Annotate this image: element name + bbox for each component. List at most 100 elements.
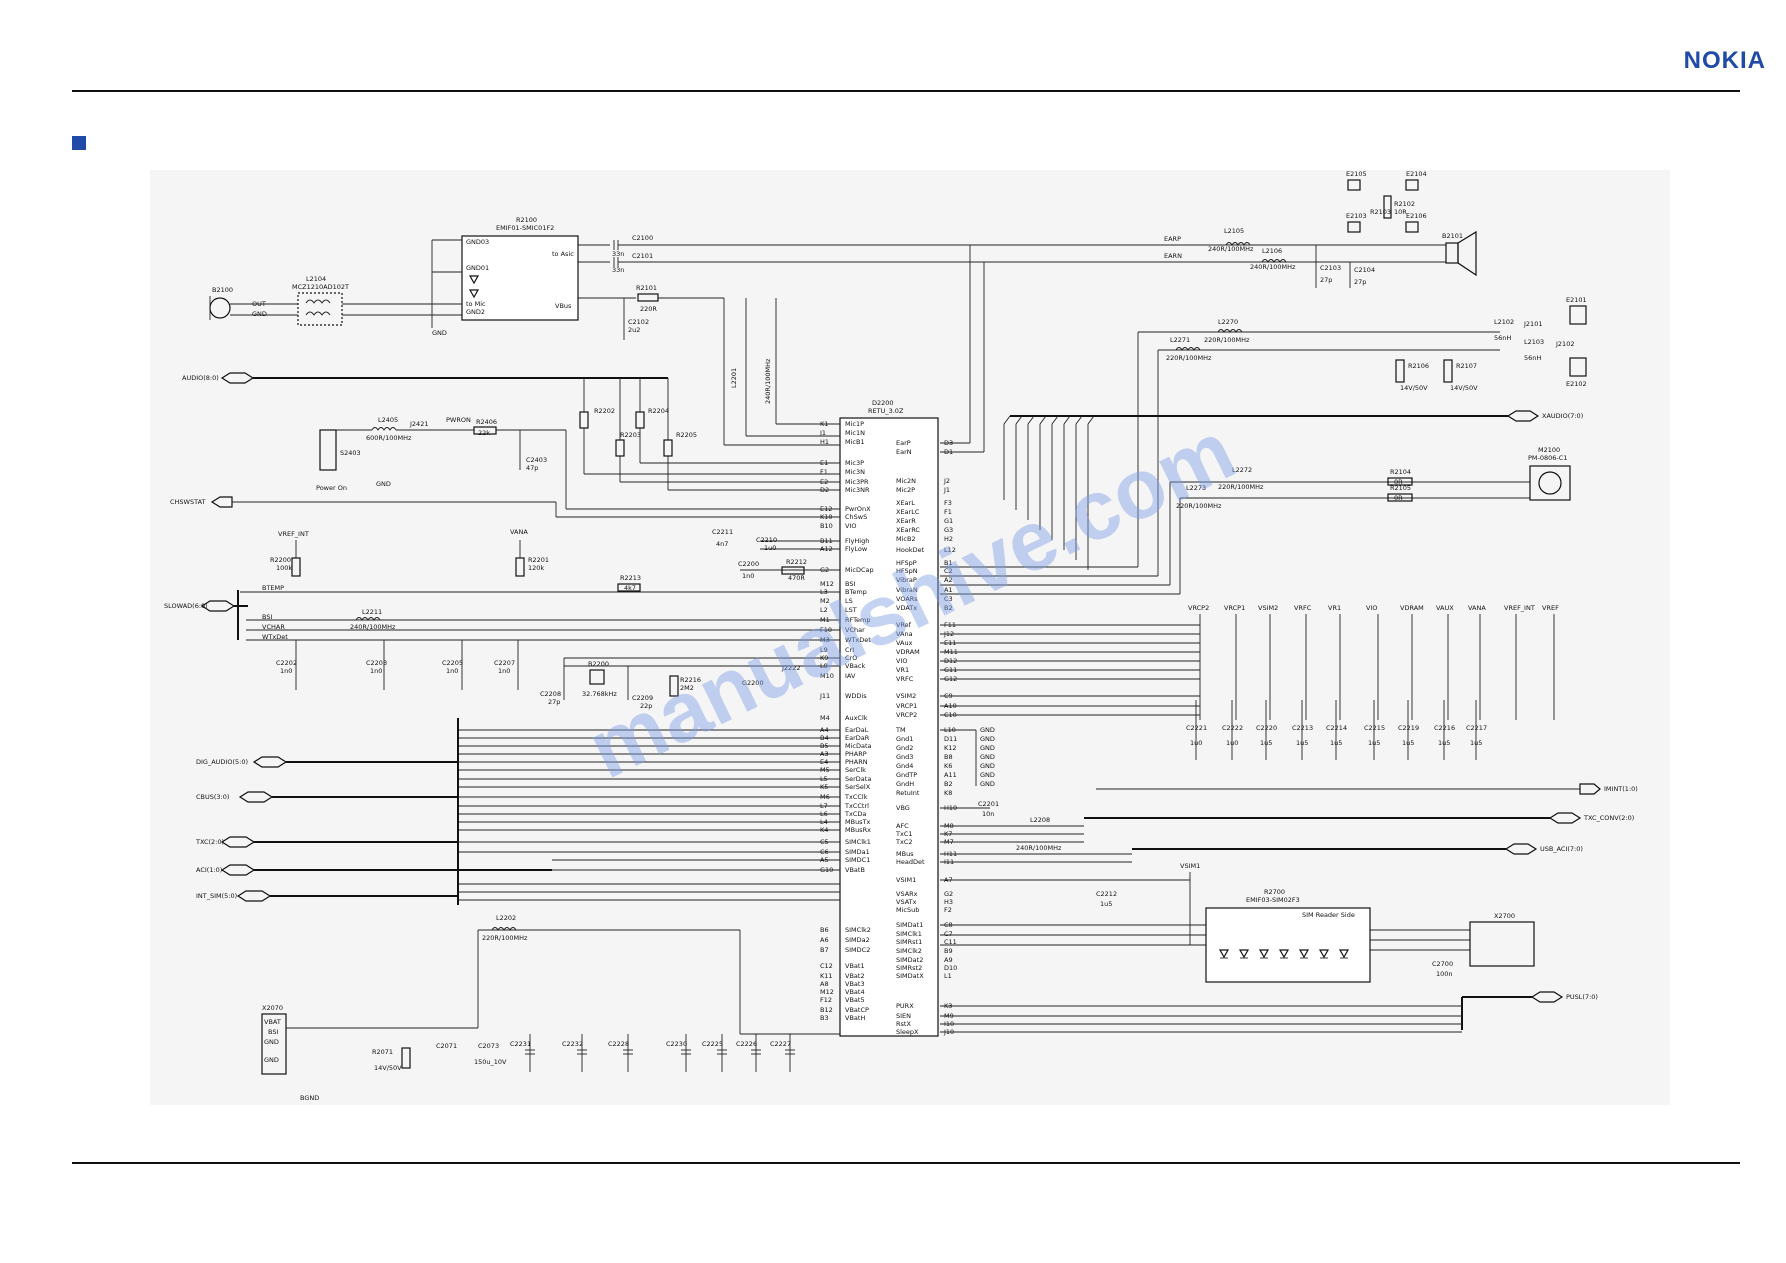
port-pusl-label: PUSL(7:0) bbox=[1566, 993, 1598, 1001]
svg-text:120k: 120k bbox=[528, 564, 544, 572]
gnd-label: GND bbox=[980, 771, 995, 779]
port-chswstat-label: CHSWSTAT bbox=[170, 498, 206, 506]
rail-cap-ref: C2220 bbox=[1256, 724, 1277, 732]
svg-text:L2106: L2106 bbox=[1262, 247, 1282, 255]
pin-left-name: PwrOnX bbox=[845, 505, 871, 513]
pin-left-name: SerSelX bbox=[845, 783, 871, 791]
port-txc-label: TXC(2:0) bbox=[195, 838, 224, 846]
left-bus-ports: AUDIO(8:0) CHSWSTAT SLOWAD(6:0) DIG_AUDI… bbox=[164, 372, 840, 902]
pin-left-name: LS bbox=[845, 597, 853, 605]
svg-text:E2102: E2102 bbox=[1566, 380, 1587, 388]
pin-left-number: B12 bbox=[820, 1006, 833, 1014]
pin-right-number: G1 bbox=[944, 517, 953, 525]
header-rule bbox=[72, 90, 1740, 92]
footer-rule bbox=[72, 1162, 1740, 1164]
pin-right-number: G3 bbox=[944, 526, 953, 534]
svg-text:27p: 27p bbox=[1320, 276, 1332, 284]
pin-right-name: Mic2N bbox=[896, 477, 916, 485]
svg-text:1u5: 1u5 bbox=[1100, 900, 1112, 908]
svg-text:WTxDet: WTxDet bbox=[262, 633, 288, 641]
rail-cap-ref: C2222 bbox=[1222, 724, 1243, 732]
svg-text:C2071: C2071 bbox=[436, 1042, 457, 1050]
pin-left-name: VIO bbox=[845, 522, 856, 530]
svg-text:L2103: L2103 bbox=[1524, 338, 1544, 346]
rail-label: VIO bbox=[1366, 604, 1377, 612]
pin-left-number: A6 bbox=[820, 936, 829, 944]
svg-text:100n: 100n bbox=[1436, 970, 1453, 978]
chip-body bbox=[839, 417, 939, 1037]
pin-left-number: M2 bbox=[820, 597, 830, 605]
rail-label: VRCP2 bbox=[1188, 604, 1209, 612]
svg-text:VCHAR: VCHAR bbox=[262, 623, 285, 631]
svg-text:4n7: 4n7 bbox=[716, 540, 728, 548]
svg-text:GND01: GND01 bbox=[466, 264, 489, 272]
svg-text:C2209: C2209 bbox=[632, 694, 653, 702]
svg-text:E2106: E2106 bbox=[1406, 212, 1427, 220]
svg-text:R2201: R2201 bbox=[528, 556, 549, 564]
rail-cap-ref: C2221 bbox=[1186, 724, 1207, 732]
rail-cap-val: 1u0 bbox=[1190, 739, 1202, 747]
svg-text:R2202: R2202 bbox=[594, 407, 615, 415]
txc-section: C2201 10n L2208 240R/100MHz VSIM1 C2212 … bbox=[940, 800, 1200, 945]
svg-text:B2101: B2101 bbox=[1442, 232, 1463, 240]
svg-text:240R/100MHz: 240R/100MHz bbox=[1208, 245, 1254, 253]
rail-cap-val: 1u5 bbox=[1260, 739, 1272, 747]
pin-right-name: SIMClk1 bbox=[896, 930, 922, 938]
port-audio-label: AUDIO(8:0) bbox=[182, 374, 219, 382]
port-audio: AUDIO(8:0) bbox=[182, 372, 668, 384]
pin-right-name: VOARs bbox=[896, 595, 918, 603]
gnd-label: GND bbox=[980, 726, 995, 734]
chip-part: RETU_3.0Z bbox=[868, 407, 904, 415]
pin-left-number: C12 bbox=[820, 962, 833, 970]
filter-l2104 bbox=[297, 292, 343, 326]
svg-text:EARN: EARN bbox=[1164, 252, 1182, 260]
pin-right-number: C3 bbox=[944, 595, 953, 603]
slowad-section: BTEMP BSI VCHAR WTxDet L2211 240R/100MHz… bbox=[240, 528, 840, 690]
earpiece-section: EARP EARN L2105 240R/100MHz L2106 240R/1… bbox=[940, 170, 1477, 453]
svg-text:VREF_INT: VREF_INT bbox=[278, 530, 309, 538]
svg-text:E2105: E2105 bbox=[1346, 170, 1367, 178]
port-slowad-label: SLOWAD(6:0) bbox=[164, 602, 208, 610]
port-pusl: PUSL(7:0) bbox=[1461, 991, 1598, 1030]
svg-text:220R/100MHz: 220R/100MHz bbox=[1218, 483, 1264, 491]
pin-left-name: Mic3P bbox=[845, 459, 864, 467]
digital-bus-wires bbox=[457, 718, 840, 905]
svg-text:C2203: C2203 bbox=[366, 659, 387, 667]
emif-r2100 bbox=[461, 235, 579, 321]
pin-right-number: B9 bbox=[944, 947, 953, 955]
pin-right-name: Mic2P bbox=[896, 486, 915, 494]
svg-text:32.768kHz: 32.768kHz bbox=[582, 690, 617, 698]
pin-right-name: EarN bbox=[896, 448, 912, 456]
ihf-section: L2270 220R/100MHz L2271 220R/100MHz R210… bbox=[940, 296, 1587, 577]
svg-text:C2212: C2212 bbox=[1096, 890, 1117, 898]
pin-right-number: D11 bbox=[944, 735, 957, 743]
pin-left-name: SerData bbox=[845, 775, 871, 783]
rail-label: VRFC bbox=[1294, 604, 1312, 612]
svg-text:C2102: C2102 bbox=[628, 318, 649, 326]
pin-right-name: HFSpN bbox=[896, 567, 918, 575]
pin-left-name: TxCCtrl bbox=[844, 802, 869, 810]
svg-text:27p: 27p bbox=[1354, 278, 1366, 286]
pin-left-name: TxCDa bbox=[844, 810, 866, 818]
svg-text:J2222: J2222 bbox=[781, 664, 800, 672]
svg-text:1n0: 1n0 bbox=[498, 667, 510, 675]
pin-left-number: B3 bbox=[820, 1014, 829, 1022]
svg-text:1n0: 1n0 bbox=[280, 667, 292, 675]
port-int-sim: INT_SIM(5:0) bbox=[196, 890, 458, 902]
pin-right-number: C11 bbox=[944, 938, 957, 946]
pin-right-number: B8 bbox=[944, 753, 953, 761]
svg-text:C2100: C2100 bbox=[632, 234, 653, 242]
svg-text:10n: 10n bbox=[982, 810, 994, 818]
svg-text:GND: GND bbox=[264, 1056, 279, 1064]
rail-label: VR1 bbox=[1328, 604, 1341, 612]
pin-right-name: EarP bbox=[896, 439, 911, 447]
pusl-wires bbox=[940, 1005, 1462, 1033]
rail-cap-val: 1u5 bbox=[1296, 739, 1308, 747]
port-xaudio: XAUDIO(7:0) bbox=[1010, 410, 1583, 422]
pin-right-number: J1 bbox=[943, 486, 950, 494]
svg-text:33n: 33n bbox=[612, 250, 624, 258]
pin-left-number: M12 bbox=[820, 988, 834, 996]
svg-text:240R/100MHz: 240R/100MHz bbox=[1250, 263, 1296, 271]
